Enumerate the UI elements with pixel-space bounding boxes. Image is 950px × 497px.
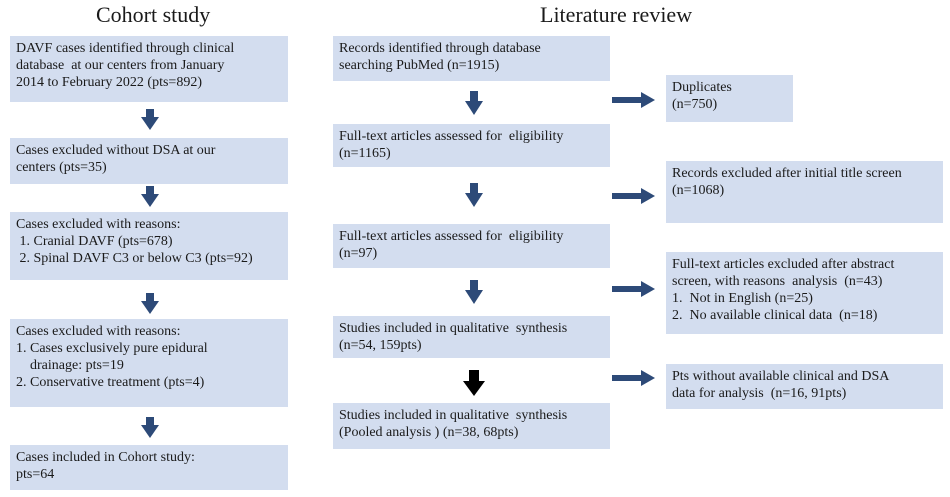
down-arrow-icon <box>141 109 159 130</box>
down-arrow-icon <box>465 183 483 207</box>
box-text-line: 2. Spinal DAVF C3 or below C3 (pts=92) <box>16 251 253 266</box>
down-arrow-icon <box>463 370 485 396</box>
box-text-line: screen, with reasons analysis (n=43) <box>672 274 883 289</box>
box-text-line: 1. Not in English (n=25) <box>672 291 813 306</box>
box-text-line: Records excluded after initial title scr… <box>672 166 902 181</box>
box-text-line: centers (pts=35) <box>16 160 107 175</box>
box-text-line: Cases included in Cohort study: <box>16 450 195 465</box>
literature-box-fulltext-97: Full-text articles assessed for eligibil… <box>333 224 610 268</box>
box-text-line: drainage: pts=19 <box>16 358 124 373</box>
box-text-line: Pts without available clinical and DSA <box>672 369 890 384</box>
cohort-box-identified: DAVF cases identified through clinical da… <box>10 36 288 102</box>
down-arrow-icon <box>141 293 159 314</box>
box-text-line: Studies included in qualitative synthesi… <box>339 408 568 423</box>
literature-box-qualitative: Studies included in qualitative synthesi… <box>333 316 610 358</box>
cohort-box-excluded-no-dsa: Cases excluded without DSA at our centers… <box>10 138 288 184</box>
side-box-title-screen: Records excluded after initial title scr… <box>666 161 943 223</box>
box-text-line: Full-text articles assessed for eligibil… <box>339 129 564 144</box>
down-arrow-icon <box>141 186 159 207</box>
box-text-line: 2. Conservative treatment (pts=4) <box>16 375 205 390</box>
box-text-line: Full-text articles excluded after abstra… <box>672 257 895 272</box>
down-arrow-icon <box>465 91 483 115</box>
box-text-line: database at our centers from January <box>16 58 225 73</box>
right-arrow-icon <box>612 281 655 297</box>
box-text-line: DAVF cases identified through clinical <box>16 41 235 56</box>
box-text-line: 2. No available clinical data (n=18) <box>672 308 878 323</box>
box-text-line: Cases excluded with reasons: <box>16 217 181 232</box>
box-text-line: (n=1068) <box>672 183 725 198</box>
literature-box-pooled: Studies included in qualitative synthesi… <box>333 403 610 449</box>
cohort-box-excluded-reasons-2: Cases excluded with reasons: 1. Cases exc… <box>10 319 288 407</box>
side-box-duplicates: Duplicates (n=750) <box>666 75 793 122</box>
box-text-line: (n=750) <box>672 97 718 112</box>
box-text-line: (n=54, 159pts) <box>339 338 422 353</box>
box-text-line: Studies included in qualitative synthesi… <box>339 321 568 336</box>
box-text-line: (n=1165) <box>339 146 391 161</box>
box-text-line: Cases excluded without DSA at our <box>16 143 216 158</box>
box-text-line: 1. Cranial DAVF (pts=678) <box>16 234 173 249</box>
box-text-line: Cases excluded with reasons: <box>16 324 181 339</box>
box-text-line: 2014 to February 2022 (pts=892) <box>16 75 202 90</box>
side-box-pts-without-data: Pts without available clinical and DSA da… <box>666 364 943 409</box>
right-arrow-icon <box>612 188 655 204</box>
side-box-abstract-screen: Full-text articles excluded after abstra… <box>666 252 943 334</box>
box-text-line: Records identified through database <box>339 41 541 56</box>
box-text-line: Full-text articles assessed for eligibil… <box>339 229 564 244</box>
down-arrow-icon <box>465 280 483 304</box>
right-arrow-icon <box>612 92 655 108</box>
literature-box-fulltext-1165: Full-text articles assessed for eligibil… <box>333 124 610 167</box>
box-text-line: Duplicates <box>672 80 732 95</box>
right-arrow-icon <box>612 370 655 386</box>
box-text-line: 1. Cases exclusively pure epidural <box>16 341 208 356</box>
literature-review-heading: Literature review <box>540 2 693 27</box>
cohort-study-heading: Cohort study <box>96 2 211 27</box>
box-text-line: pts=64 <box>16 467 55 482</box>
literature-box-records: Records identified through database searc… <box>333 36 610 81</box>
box-text-line: searching PubMed (n=1915) <box>339 58 500 73</box>
down-arrow-icon <box>141 417 159 438</box>
cohort-box-excluded-reasons-1: Cases excluded with reasons: 1. Cranial … <box>10 212 288 280</box>
box-text-line: (Pooled analysis ) (n=38, 68pts) <box>339 425 519 440</box>
box-text-line: (n=97) <box>339 246 378 261</box>
box-text-line: data for analysis (n=16, 91pts) <box>672 386 847 401</box>
cohort-box-included: Cases included in Cohort study: pts=64 <box>10 445 288 490</box>
